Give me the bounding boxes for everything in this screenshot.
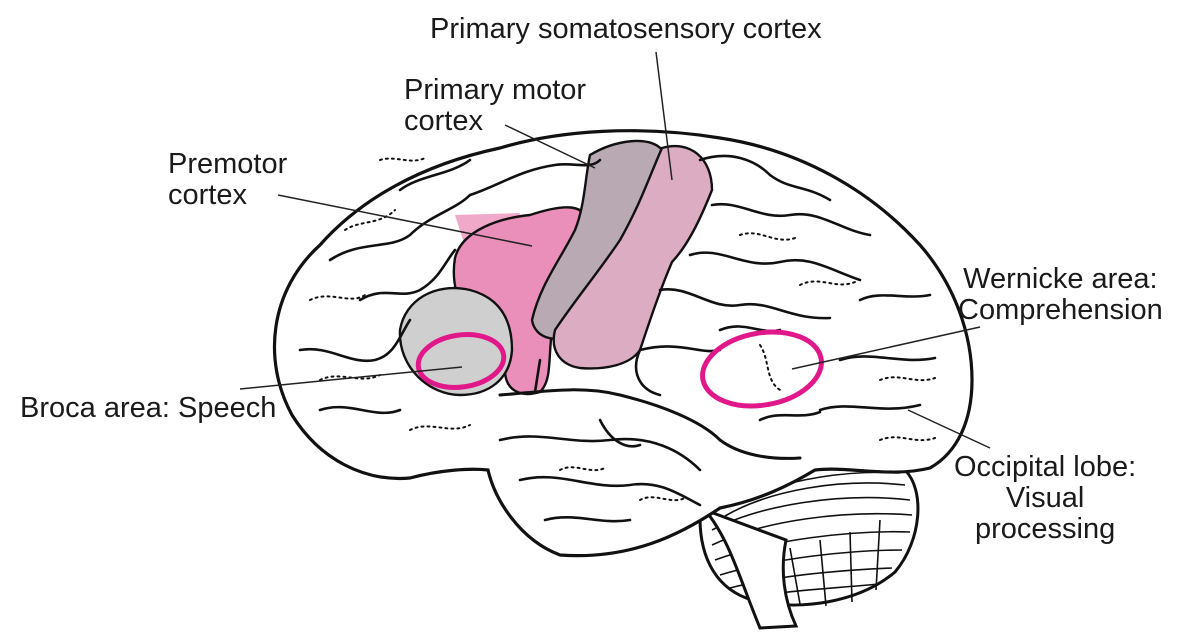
broca-highlight-ring [415, 332, 507, 390]
wernicke-leader [791, 326, 981, 370]
premotor-label-line-2: cortex [168, 179, 247, 211]
label-primary-somatosensory-cortex: Primary somatosensory cortex [430, 14, 822, 45]
occipital-label-line-3: processing [974, 513, 1116, 545]
gyri [298, 154, 937, 523]
somatosensory-leader [655, 51, 673, 181]
motor-leader [504, 124, 596, 169]
broca-leader [239, 366, 463, 390]
wernicke-label-line-2: Comprehension [958, 294, 1163, 326]
broca-area-gray [398, 286, 514, 397]
brain-stem [700, 506, 799, 630]
label-primary-motor-cortex: Primary motor cortex [404, 75, 586, 137]
leader-lines [239, 51, 991, 449]
occipital-label-line-2: Visual [1005, 482, 1085, 514]
premotor-leader [277, 194, 533, 247]
label-broca-area: Broca area: Speech [20, 393, 276, 424]
label-wernicke-area: Wernicke area: Comprehension [958, 264, 1163, 326]
primary-somatosensory-area [552, 145, 714, 370]
label-premotor-cortex: Premotor cortex [168, 149, 287, 211]
motor-label-line-1: Primary motor [404, 74, 587, 106]
motor-label-line-2: cortex [404, 105, 483, 137]
wernicke-label-line-1: Wernicke area: [963, 263, 1158, 295]
occipital-leader [907, 409, 991, 449]
premotor-label-line-1: Premotor [168, 148, 288, 180]
wernicke-highlight-ring [700, 329, 824, 409]
label-occipital-lobe: Occipital lobe: Visual processing [954, 452, 1136, 545]
occipital-label-line-1: Occipital lobe: [954, 451, 1137, 483]
dotted-sulci [309, 157, 936, 502]
functional-areas [398, 139, 714, 397]
broca-label-line-1: Broca area: Speech [20, 392, 277, 424]
somatosensory-label-line-1: Primary somatosensory cortex [430, 13, 822, 45]
